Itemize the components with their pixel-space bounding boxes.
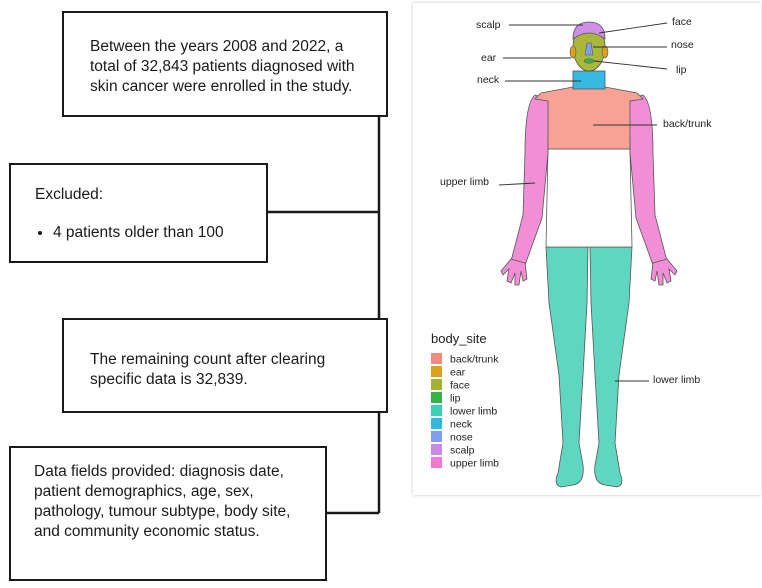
lower-limb-left-region <box>545 246 589 488</box>
face-label: face <box>672 16 692 28</box>
upper-limb-label: upper limb <box>440 176 489 188</box>
legend-swatch <box>431 392 442 403</box>
body-map-panel: scalp face ear nose lip neck back/trunk … <box>413 3 761 495</box>
remaining-box: The remaining count after clearing speci… <box>62 318 388 413</box>
legend-swatch <box>431 366 442 377</box>
ear-label: ear <box>481 52 497 64</box>
nose-region <box>584 42 594 56</box>
remaining-text: The remaining count after clearing speci… <box>90 351 326 388</box>
excluded-box: Excluded: 4 patients older than 100 <box>9 163 268 263</box>
scalp-region <box>572 21 606 40</box>
lower-limb-right-region <box>589 246 633 488</box>
legend-label: scalp <box>450 445 475 457</box>
data-fields-box: Data fields provided: diagnosis date, pa… <box>9 446 327 581</box>
lip-leader <box>593 60 668 70</box>
body-map-figure: scalp face ear nose lip neck back/trunk … <box>425 16 712 488</box>
legend-label: nose <box>450 432 473 444</box>
legend-swatch <box>431 457 442 468</box>
legend-title: body_site <box>431 331 487 346</box>
legend-label: lower limb <box>450 406 497 418</box>
hand-left-region <box>500 258 528 286</box>
lip-label: lip <box>676 64 687 76</box>
excluded-list: 4 patients older than 100 <box>35 223 254 243</box>
lip-region <box>583 58 595 64</box>
legend-label: ear <box>450 367 466 379</box>
lower-limb-label: lower limb <box>653 374 700 386</box>
lower-trunk-region <box>545 148 633 248</box>
upper-limb-left-region <box>510 94 550 266</box>
legend-swatch <box>431 444 442 455</box>
legend-label: neck <box>450 419 473 431</box>
legend-label: back/trunk <box>450 354 499 366</box>
neck-label: neck <box>477 74 500 86</box>
excluded-item: 4 patients older than 100 <box>53 223 254 243</box>
nose-label: nose <box>671 39 694 51</box>
scalp-label: scalp <box>476 19 501 31</box>
upper-limb-leader <box>498 182 536 186</box>
hand-right-region <box>650 258 678 286</box>
legend-swatch <box>431 353 442 364</box>
ear-left-region <box>569 45 577 59</box>
back-trunk-region <box>534 86 644 150</box>
upper-limb-right-region <box>628 94 668 266</box>
back-trunk-label: back/trunk <box>663 118 712 130</box>
enrolled-box: Between the years 2008 and 2022, a total… <box>62 11 388 117</box>
face-leader <box>598 22 668 34</box>
neck-region <box>572 70 606 90</box>
legend-swatch <box>431 405 442 416</box>
legend-swatch <box>431 418 442 429</box>
legend-label: lip <box>450 393 461 405</box>
legend-swatch <box>431 379 442 390</box>
ear-right-region <box>601 45 609 59</box>
excluded-title: Excluded: <box>35 186 104 203</box>
legend-swatch <box>431 431 442 442</box>
legend-label: upper limb <box>450 458 499 470</box>
legend-label: face <box>450 380 470 392</box>
enrolled-text: Between the years 2008 and 2022, a total… <box>90 38 355 95</box>
data-fields-text: Data fields provided: diagnosis date, pa… <box>34 463 291 540</box>
